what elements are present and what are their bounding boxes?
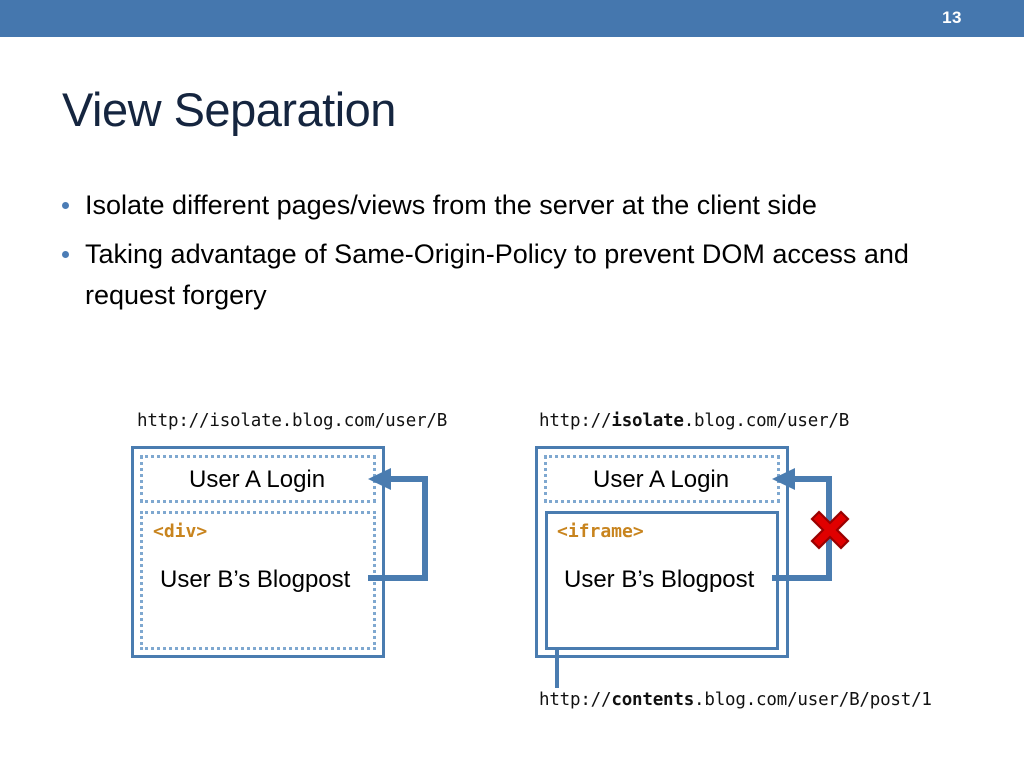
callout-url-plain: .blog.com/user/B/post/1 [694,690,932,710]
bullet-dot-icon [62,202,69,209]
bullet-text: Taking advantage of Same-Origin-Policy t… [85,239,909,310]
blocked-x-icon [810,510,850,550]
callout-url-prefix: http:// [539,690,612,710]
left-login-label: User A Login [189,466,326,493]
bullet-dot-icon [62,251,69,258]
right-login-label: User A Login [593,466,730,493]
slide-header-bar: 13 [0,0,1024,39]
right-url-plain: .blog.com/user/B [683,411,850,431]
left-url-label: http://isolate.blog.com/user/B [137,411,447,431]
right-url-prefix: http:// [539,411,612,431]
right-content-label: User B’s Blogpost [564,566,755,593]
list-item: Taking advantage of Same-Origin-Policy t… [58,234,968,316]
page-number: 13 [942,8,962,27]
left-url-plain: isolate.blog.com/user/B [209,411,448,431]
iframe-source-leader-line [555,649,559,688]
page-title: View Separation [62,83,396,136]
right-url-bold: isolate [611,411,684,431]
right-url-label: http://isolate.blog.com/user/B [539,411,849,431]
left-dom-access-arrow [368,468,428,581]
list-item: Isolate different pages/views from the s… [58,185,968,226]
left-content-tag: <div> [153,521,208,542]
right-iframe-box [545,511,779,650]
left-content-box [140,511,376,650]
callout-url-bold: contents [611,690,695,710]
bullet-text: Isolate different pages/views from the s… [85,190,817,220]
bullet-list: Isolate different pages/views from the s… [58,185,968,324]
left-url-prefix: http:// [137,411,210,431]
right-content-tag: <iframe> [557,521,644,542]
iframe-source-url-label: http://contents.blog.com/user/B/post/1 [539,690,932,710]
left-content-label: User B’s Blogpost [160,566,351,593]
